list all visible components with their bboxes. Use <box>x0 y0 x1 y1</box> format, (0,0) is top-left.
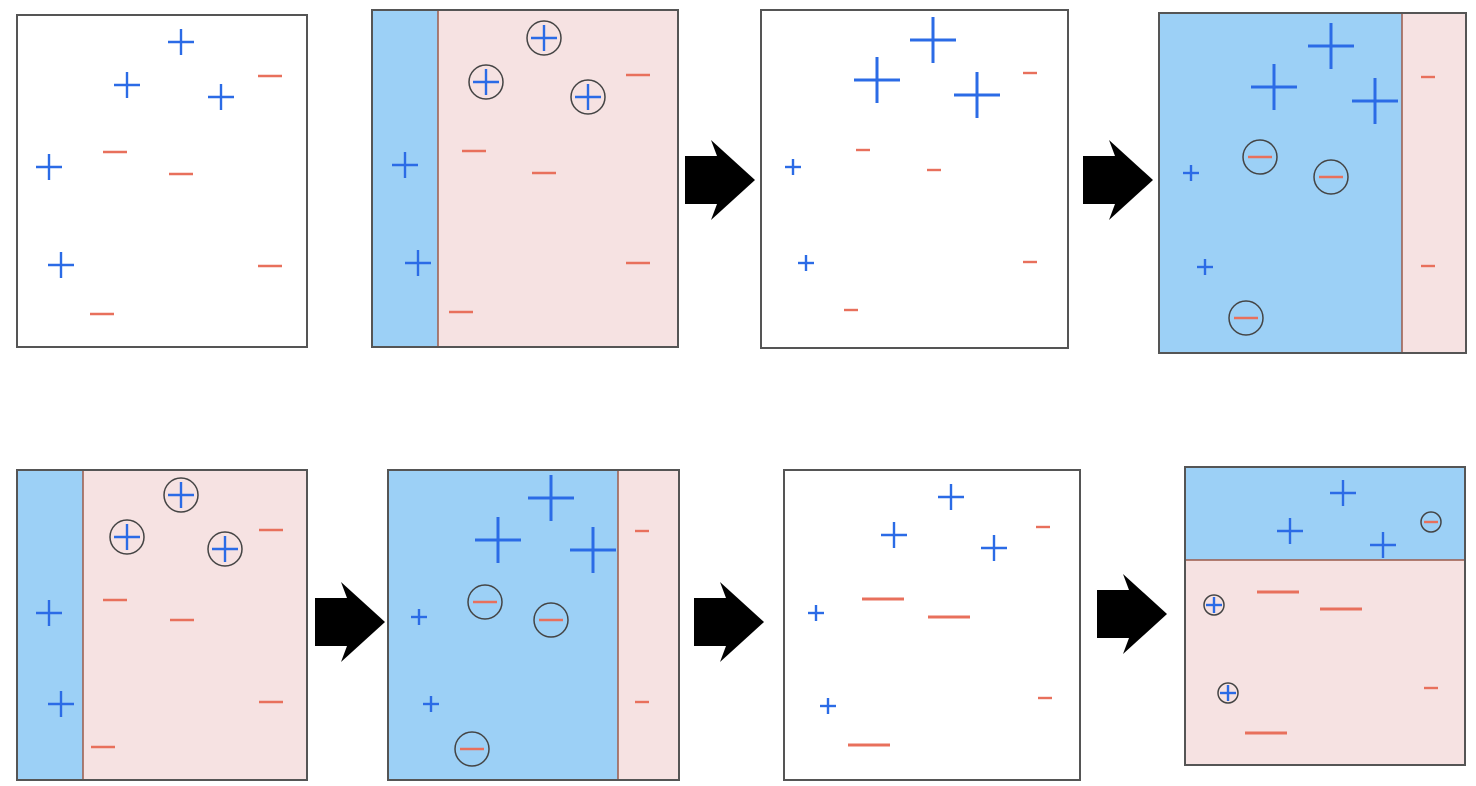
plus-point <box>570 527 616 573</box>
right-arrow-icon <box>694 582 764 662</box>
plus-point <box>528 475 574 521</box>
plus-point <box>208 84 234 110</box>
plus-point <box>411 609 427 625</box>
positive-region <box>388 470 618 780</box>
panel-border <box>1184 466 1466 766</box>
panel-border <box>387 469 680 781</box>
plus-point <box>48 252 74 278</box>
circled-marker <box>467 584 503 620</box>
plus-point <box>954 72 1000 118</box>
plus-point <box>1352 78 1398 124</box>
panel-border <box>371 9 679 348</box>
plus-point <box>881 522 907 548</box>
plus-point <box>405 250 431 276</box>
plus-point <box>938 484 964 510</box>
plus-point <box>1277 518 1303 544</box>
circled-plus-point <box>114 524 140 550</box>
circled-marker <box>109 519 145 555</box>
panel-row1-4 <box>1158 12 1467 354</box>
panel-background <box>17 15 307 347</box>
circled-marker <box>454 731 490 767</box>
panel-row1-3 <box>760 9 1069 349</box>
panel-row2-3 <box>783 469 1081 781</box>
circled-marker <box>1420 511 1442 533</box>
panel-border <box>783 469 1081 781</box>
circled-marker <box>1313 159 1349 195</box>
plus-point <box>392 152 418 178</box>
plus-point <box>36 154 62 180</box>
panel-row2-1 <box>16 469 308 781</box>
panel-row1-1 <box>16 14 308 348</box>
right-arrow-icon <box>685 140 755 220</box>
circled-plus-point <box>168 482 194 508</box>
plus-point <box>475 517 521 563</box>
circled-marker <box>1242 139 1278 175</box>
circled-marker <box>163 477 199 513</box>
negative-region <box>1185 560 1465 765</box>
plus-point <box>1330 480 1356 506</box>
plus-point <box>1183 165 1199 181</box>
panel-row1-2 <box>371 9 679 348</box>
circled-marker <box>570 79 606 115</box>
positive-region <box>1159 13 1402 353</box>
panel-border <box>760 9 1069 349</box>
plus-point <box>808 605 824 621</box>
panel-row2-4 <box>1184 466 1466 766</box>
circled-marker <box>1203 594 1225 616</box>
circled-marker <box>526 20 562 56</box>
plus-point <box>785 159 801 175</box>
positive-region <box>1185 467 1465 560</box>
negative-region <box>618 470 679 780</box>
plus-point <box>1370 532 1396 558</box>
plus-point <box>168 29 194 55</box>
circled-plus-point <box>1220 685 1236 701</box>
panel-row2-2 <box>387 469 680 781</box>
panel-border <box>1158 12 1467 354</box>
circled-plus-point <box>575 84 601 110</box>
plus-point <box>820 698 836 714</box>
plus-point <box>423 696 439 712</box>
right-arrow-icon <box>1097 574 1167 654</box>
circled-marker <box>1217 682 1239 704</box>
circled-plus-point <box>1206 597 1222 613</box>
panel-background <box>784 470 1080 780</box>
negative-region <box>438 10 678 347</box>
plus-point <box>854 57 900 103</box>
circled-marker <box>468 64 504 100</box>
plus-point <box>798 255 814 271</box>
right-arrow-icon <box>315 582 385 662</box>
plus-point <box>1251 64 1297 110</box>
circled-plus-point <box>531 25 557 51</box>
panel-background <box>761 10 1068 348</box>
panel-border <box>16 14 308 348</box>
plus-point <box>981 535 1007 561</box>
plus-point <box>114 72 140 98</box>
plus-point <box>48 691 74 717</box>
plus-point <box>36 600 62 626</box>
panel-border <box>16 469 308 781</box>
plus-point <box>1308 23 1354 69</box>
plus-point <box>1197 259 1213 275</box>
negative-region <box>83 470 307 780</box>
plus-point <box>910 17 956 63</box>
circled-marker <box>1228 300 1264 336</box>
circled-marker <box>533 602 569 638</box>
right-arrow-icon <box>1083 140 1153 220</box>
circled-marker <box>207 531 243 567</box>
negative-region <box>1402 13 1466 353</box>
positive-region <box>372 10 438 347</box>
circled-plus-point <box>473 69 499 95</box>
circled-plus-point <box>212 536 238 562</box>
